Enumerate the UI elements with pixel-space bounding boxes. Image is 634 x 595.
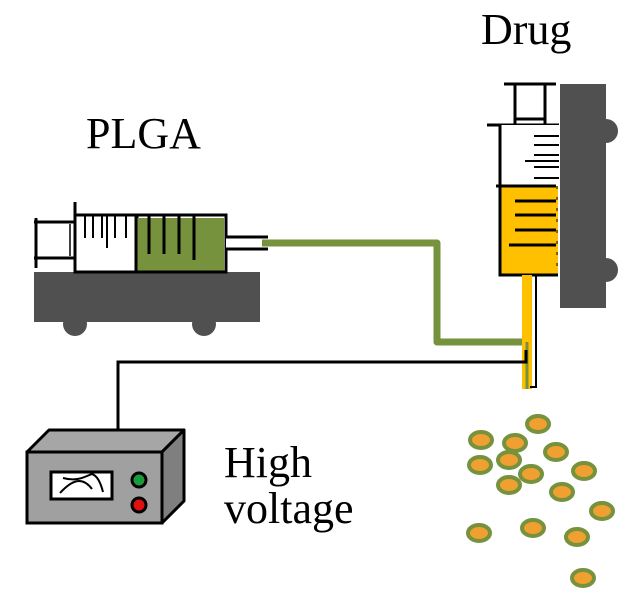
particle [466,523,492,543]
drug-label: Drug [481,5,572,54]
drug-pump-knob-bottom [594,258,618,282]
particle [496,475,522,495]
plga-syringe-pump [34,202,268,336]
red-indicator-light [130,496,148,514]
particle [518,464,544,484]
plga-nozzle-outline [226,235,268,251]
drug-syringe-pump [487,82,618,389]
voltmeter-curve-a [59,480,93,494]
high-voltage-label-line2: voltage [224,484,354,534]
drug-plunger-handle [504,82,556,124]
voltmeter-icon [49,470,114,501]
particle [496,450,522,470]
drug-needle-core [522,275,532,389]
supply-top-face [25,428,186,454]
particle [520,518,546,538]
particle [589,501,615,521]
drug-barrel-outline [498,125,558,277]
particle [543,442,569,462]
plga-pump-wheel-right [192,312,216,336]
high-voltage-supply [25,428,186,525]
high-voltage-wire [116,350,528,430]
plga-nozzle [226,237,266,249]
particle [502,433,528,453]
particle [564,527,590,547]
particle [571,461,597,481]
drug-pump-knob-top [594,119,618,143]
plga-graduations [84,215,127,248]
plga-fluid-graduations [147,215,196,260]
core-shell-particles [466,414,615,588]
particle [468,430,494,450]
drug-graduations [525,135,559,179]
plga-tubing [262,239,526,346]
particle [467,455,493,475]
green-indicator-light [130,471,148,489]
particle [525,414,551,434]
particle [570,568,596,588]
high-voltage-label: High voltage [224,438,354,534]
voltmeter-curve-b [62,472,104,493]
high-voltage-label-line1: High [224,438,312,487]
particle [549,482,575,502]
drug-fluid-graduations [509,199,556,247]
plga-pump-wheel-left [63,312,87,336]
plga-plunger-handle [34,218,75,268]
plga-label: PLGA [86,109,201,158]
